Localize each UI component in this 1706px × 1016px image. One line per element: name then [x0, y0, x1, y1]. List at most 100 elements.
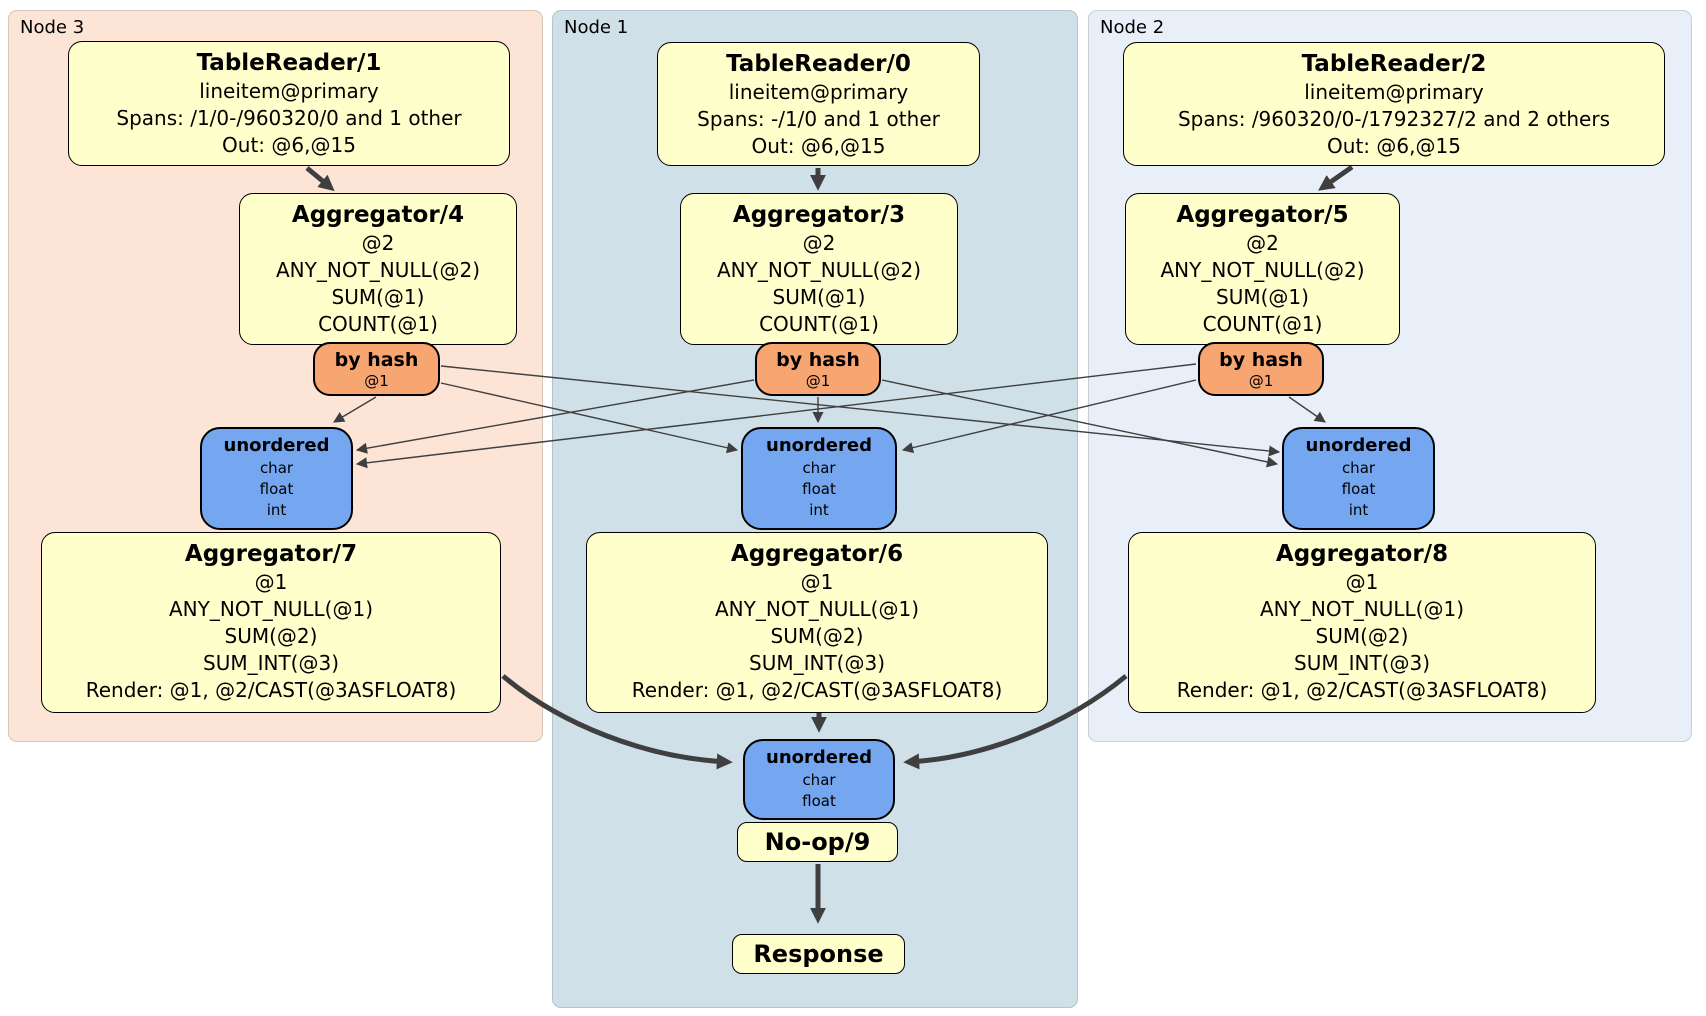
box-title: Aggregator/5 — [1176, 202, 1349, 228]
box-line: SUM_INT(@3) — [749, 651, 885, 675]
box-line: Out: @6,@15 — [222, 133, 356, 157]
box-line: SUM(@1) — [772, 285, 866, 309]
edge-aggregator8-final-sync — [903, 674, 1128, 770]
box-title: Aggregator/6 — [730, 541, 904, 567]
box-line: lineitem@primary — [1304, 80, 1484, 104]
sync-line: char — [1341, 459, 1376, 477]
box-title: TableReader/0 — [726, 51, 911, 77]
box-title: TableReader/1 — [196, 50, 382, 76]
edge-router2-sync0 — [355, 363, 1197, 469]
box-title: Aggregator/8 — [1275, 541, 1449, 567]
aggregator-4-box: Aggregator/4 @2 ANY_NOT_NULL(@2) SUM(@1)… — [239, 193, 517, 345]
aggregator-3-box: Aggregator/3 @2 ANY_NOT_NULL(@2) SUM(@1)… — [680, 193, 958, 345]
tablereader-0-box: TableReader/0 lineitem@primary Spans: -/… — [657, 42, 980, 166]
unordered-sync-node3: unordered char float int — [200, 427, 353, 530]
sync-line: int — [1348, 501, 1369, 519]
sync-line: char — [802, 459, 836, 477]
box-line: SUM(@1) — [1216, 285, 1309, 309]
box-line: SUM(@2) — [224, 624, 318, 648]
unordered-sync-node1: unordered char float int — [741, 427, 897, 530]
unordered-sync-node2: unordered char float int — [1282, 427, 1435, 530]
box-line: Render: @1, @2/CAST(@3ASFLOAT8) — [1176, 678, 1548, 702]
box-line: @1 — [1345, 570, 1379, 594]
sync-line: float — [802, 792, 836, 810]
box-line: SUM_INT(@3) — [203, 651, 339, 675]
box-line: ANY_NOT_NULL(@2) — [276, 258, 480, 282]
tablereader-2-box: TableReader/2 lineitem@primary Spans: /9… — [1123, 42, 1665, 166]
aggregator-6-box: Aggregator/6 @1 ANY_NOT_NULL(@1) SUM(@2)… — [586, 532, 1048, 713]
unordered-sync-final: unordered char float — [743, 739, 895, 820]
router-subtitle: @1 — [805, 372, 831, 390]
sync-line: float — [259, 480, 294, 498]
box-line: ANY_NOT_NULL(@1) — [715, 597, 919, 621]
box-line: lineitem@primary — [199, 79, 379, 103]
edge-router0-sync1 — [440, 382, 739, 454]
box-line: Out: @6,@15 — [1327, 134, 1461, 158]
sync-title: unordered — [223, 435, 330, 456]
edge-router0-sync0 — [333, 396, 377, 423]
box-title: Aggregator/4 — [291, 202, 465, 228]
aggregator-5-box: Aggregator/5 @2 ANY_NOT_NULL(@2) SUM(@1)… — [1125, 193, 1400, 345]
sync-line: int — [809, 501, 829, 519]
box-line: Spans: /1/0-/960320/0 and 1 other — [116, 106, 462, 130]
edge-router2-sync1 — [901, 379, 1197, 454]
box-line: @2 — [361, 231, 395, 255]
sync-line: char — [259, 459, 294, 477]
box-line: @1 — [800, 570, 834, 594]
aggregator-8-box: Aggregator/8 @1 ANY_NOT_NULL(@1) SUM(@2)… — [1128, 532, 1596, 713]
node-region-label: Node 2 — [1100, 17, 1165, 38]
node-region-label: Node 1 — [564, 17, 629, 38]
box-line: Render: @1, @2/CAST(@3ASFLOAT8) — [85, 678, 457, 702]
router-title: by hash — [334, 349, 419, 371]
box-line: COUNT(@1) — [1202, 312, 1323, 336]
router-subtitle: @1 — [1248, 372, 1274, 390]
router-title: by hash — [776, 349, 860, 371]
box-line: ANY_NOT_NULL(@2) — [717, 258, 921, 282]
box-title: No-op/9 — [764, 828, 871, 856]
router-subtitle: @1 — [364, 372, 389, 390]
edge-tablereader2-aggregator5 — [1318, 164, 1354, 191]
by-hash-router-node2: by hash @1 — [1198, 342, 1324, 396]
box-title: Aggregator/7 — [184, 541, 358, 567]
by-hash-router-node1: by hash @1 — [755, 342, 881, 396]
sync-line: int — [266, 501, 287, 519]
box-title: TableReader/2 — [1301, 51, 1487, 77]
box-line: Render: @1, @2/CAST(@3ASFLOAT8) — [631, 678, 1003, 702]
box-line: SUM_INT(@3) — [1294, 651, 1430, 675]
edge-tablereader1-aggregator4 — [305, 166, 335, 192]
aggregator-7-box: Aggregator/7 @1 ANY_NOT_NULL(@1) SUM(@2)… — [41, 532, 501, 713]
edge-aggregator7-final-sync — [501, 674, 733, 770]
edge-router0-sync2 — [440, 365, 1281, 457]
sync-title: unordered — [1305, 435, 1412, 456]
edge-router1-sync0 — [355, 379, 755, 454]
sync-title: unordered — [766, 747, 872, 768]
box-line: @1 — [254, 570, 288, 594]
tablereader-1-box: TableReader/1 lineitem@primary Spans: /1… — [68, 41, 510, 166]
sync-line: float — [802, 480, 836, 498]
by-hash-router-node3: by hash @1 — [313, 342, 440, 396]
box-line: COUNT(@1) — [318, 312, 438, 336]
box-line: Out: @6,@15 — [751, 134, 886, 158]
box-line: Spans: /960320/0-/1792327/2 and 2 others — [1177, 107, 1610, 131]
router-title: by hash — [1219, 349, 1303, 371]
box-line: @2 — [802, 231, 836, 255]
box-line: @2 — [1246, 231, 1279, 255]
node-region-label: Node 3 — [20, 17, 85, 38]
box-line: ANY_NOT_NULL(@2) — [1160, 258, 1365, 282]
response-box: Response — [732, 934, 905, 974]
noop-box: No-op/9 — [737, 822, 898, 862]
box-line: lineitem@primary — [728, 80, 909, 104]
box-line: SUM(@2) — [770, 624, 864, 648]
sync-title: unordered — [766, 435, 872, 456]
box-title: Response — [753, 940, 884, 968]
box-line: ANY_NOT_NULL(@1) — [169, 597, 373, 621]
box-line: Spans: -/1/0 and 1 other — [697, 107, 940, 131]
sync-line: char — [802, 771, 836, 789]
box-line: COUNT(@1) — [759, 312, 879, 336]
box-line: SUM(@2) — [1315, 624, 1409, 648]
box-line: ANY_NOT_NULL(@1) — [1260, 597, 1464, 621]
box-line: SUM(@1) — [331, 285, 425, 309]
box-title: Aggregator/3 — [732, 202, 906, 228]
